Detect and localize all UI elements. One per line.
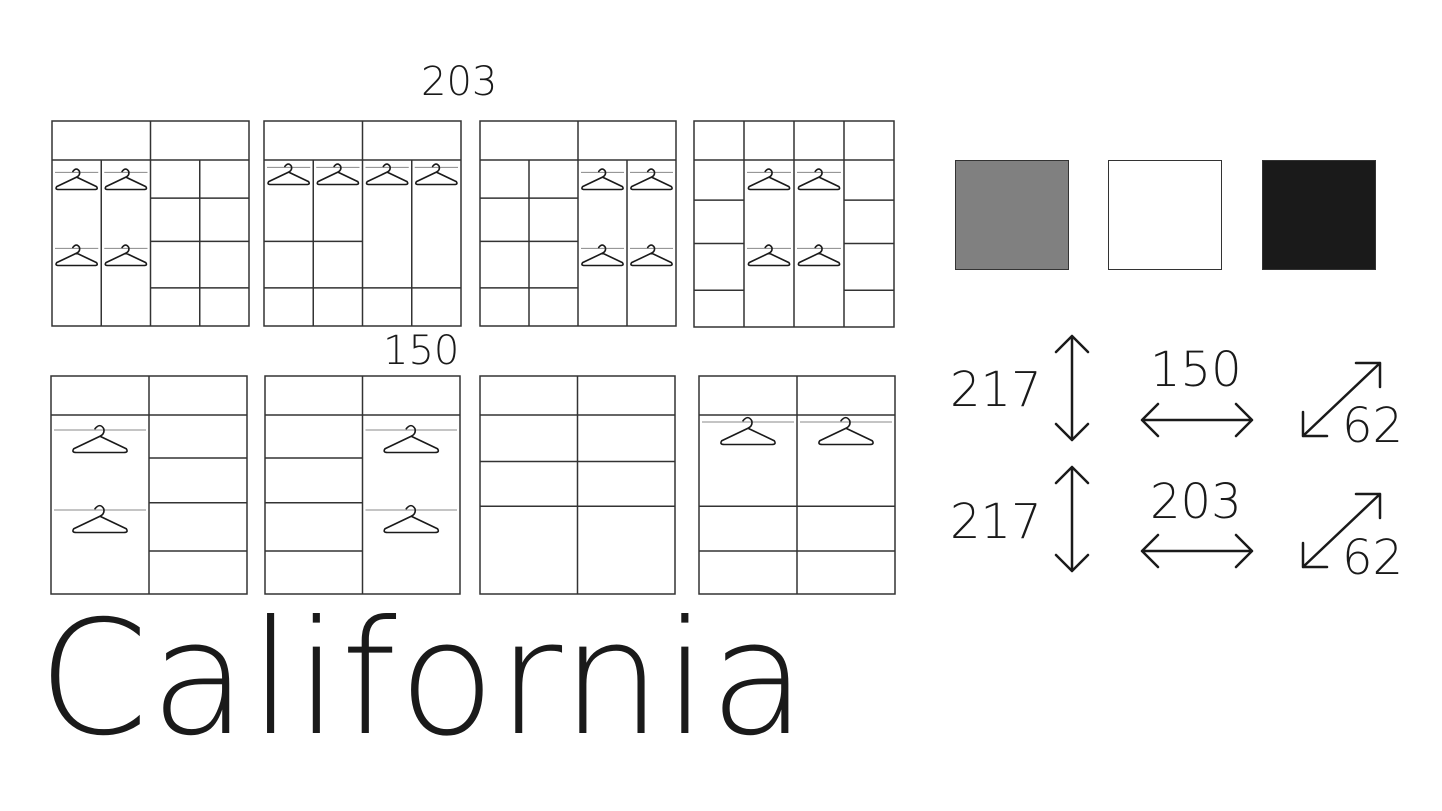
- hanger-icon: [55, 168, 98, 191]
- hanger-icon: [415, 163, 458, 186]
- hanger-icon: [581, 168, 624, 191]
- hanger-icon: [747, 168, 791, 191]
- hanger-icon: [104, 168, 148, 191]
- wardrobe-3: [479, 120, 677, 327]
- hanger-icon: [818, 416, 874, 446]
- hanger-icon: [267, 163, 310, 186]
- hanger-icon: [383, 424, 440, 454]
- height-value: 217: [950, 362, 1042, 418]
- color-swatch-grey: [955, 160, 1069, 270]
- hanger-icon: [316, 163, 360, 186]
- wardrobe-diagrams: [50, 120, 896, 595]
- hanger-icon: [383, 504, 440, 534]
- hanger-icon: [581, 244, 624, 267]
- hanger-icon: [72, 424, 128, 454]
- wardrobe-5: [50, 375, 248, 595]
- wardrobe-8: [698, 375, 896, 595]
- wardrobe-7: [479, 375, 676, 595]
- height-arrow-icon: [1054, 465, 1090, 573]
- height-arrow-icon: [1054, 334, 1090, 442]
- hanger-icon: [630, 244, 673, 267]
- width-value: 150: [1150, 342, 1242, 398]
- hanger-icon: [797, 244, 841, 267]
- width-value: 203: [1150, 474, 1242, 530]
- color-swatch-black: [1262, 160, 1376, 270]
- hanger-icon: [72, 504, 128, 534]
- color-swatch-white: [1108, 160, 1222, 270]
- hanger-icon: [630, 168, 673, 191]
- height-value: 217: [950, 494, 1042, 550]
- brand-title: California: [38, 587, 809, 771]
- wardrobe-1: [51, 120, 250, 327]
- size-label-150: 150: [383, 328, 460, 374]
- size-label-203: 203: [421, 59, 498, 105]
- depth-arrow-icon: [1301, 492, 1382, 569]
- depth-value: 62: [1342, 530, 1404, 586]
- wardrobe-2: [263, 120, 462, 327]
- width-arrow-icon: [1140, 402, 1254, 438]
- wardrobe-6: [264, 375, 461, 595]
- hanger-icon: [365, 163, 409, 186]
- depth-arrow-icon: [1301, 361, 1382, 438]
- wardrobe-4: [693, 120, 895, 328]
- hanger-icon: [55, 244, 98, 267]
- depth-value: 62: [1342, 398, 1404, 454]
- hanger-icon: [720, 416, 776, 446]
- hanger-icon: [104, 244, 148, 267]
- hanger-icon: [747, 244, 791, 267]
- hanger-icon: [797, 168, 841, 191]
- width-arrow-icon: [1140, 533, 1254, 569]
